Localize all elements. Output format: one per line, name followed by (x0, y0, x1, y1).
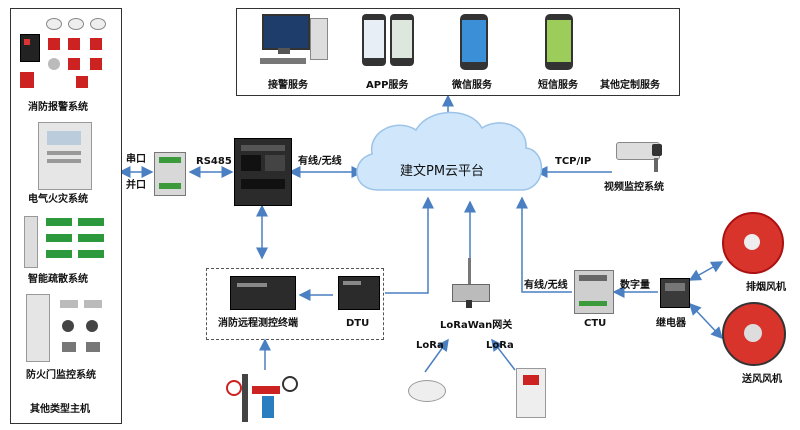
arrow-smoke-gateway (424, 338, 449, 373)
device-label-dtu: DTU (346, 318, 370, 329)
link-label-wired-ctu: 有线/无线 (524, 280, 568, 291)
port-label-rs485: RS485 (196, 156, 232, 167)
arrow-fan2-relay (688, 302, 724, 340)
device-label-supply-fan: 送风风机 (742, 374, 782, 385)
device-label-camera: 视频监控系统 (604, 182, 664, 193)
system-label-fire-door: 防火门监控系统 (26, 370, 96, 381)
dtu-icon (338, 276, 380, 310)
system-label-electrical-fire: 电气火灾系统 (28, 194, 88, 205)
smoke-exhaust-fan-icon (722, 212, 784, 276)
desktop-computer-icon (258, 14, 330, 70)
arrow-ctu-cloud (516, 196, 572, 293)
relay-icon (660, 278, 690, 308)
terminal-dtu-group (206, 268, 384, 340)
fire-alarm-devices-icon (16, 14, 114, 94)
ctu-icon (574, 270, 614, 314)
phone-app-icon (362, 14, 418, 70)
arrow-dtu-cloud (385, 196, 434, 294)
service-label-alarm: 接警服务 (268, 80, 308, 91)
phone-wechat-icon (460, 14, 488, 70)
service-label-app: APP服务 (366, 80, 409, 91)
arrow-fan1-relay (688, 261, 724, 281)
link-label-wired-top: 有线/无线 (298, 156, 342, 167)
system-label-fire-alarm: 消防报警系统 (28, 102, 88, 113)
remote-terminal-icon (230, 276, 296, 310)
port-label-serial: 串口 (126, 154, 146, 165)
service-label-sms: 短信服务 (538, 80, 578, 91)
service-label-wechat: 微信服务 (452, 80, 492, 91)
arrow-gas-gateway (491, 338, 516, 371)
fire-door-devices-icon (24, 292, 110, 364)
supply-air-fan-icon (722, 302, 786, 368)
evacuation-signs-icon (22, 214, 110, 268)
phone-sms-icon (545, 14, 573, 70)
device-label-terminal: 消防远程测控终端 (218, 318, 298, 329)
electrical-cabinet-icon (38, 122, 92, 190)
sprinkler-valve-icon (222, 372, 302, 424)
service-label-custom: 其他定制服务 (600, 80, 660, 91)
link-label-tcpip: TCP/IP (555, 156, 592, 167)
camera-icon (614, 136, 670, 176)
smoke-detector-icon (408, 374, 446, 404)
gas-detector-icon (516, 368, 546, 418)
link-label-lora-left: LoRa (416, 340, 444, 351)
link-label-digital: 数字量 (620, 280, 650, 291)
controller-box-icon (234, 138, 292, 206)
system-label-evacuation: 智能疏散系统 (28, 274, 88, 285)
protocol-converter-icon (154, 152, 186, 196)
lorawan-gateway-icon (446, 258, 494, 308)
device-label-gateway: LoRaWan网关 (440, 320, 513, 331)
device-label-ctu: CTU (584, 318, 607, 329)
system-label-other-host: 其他类型主机 (30, 404, 90, 415)
port-label-parallel: 并口 (126, 180, 146, 191)
device-label-smoke-fan: 排烟风机 (746, 282, 786, 293)
link-label-lora-right: LoRa (486, 340, 514, 351)
device-label-relay: 继电器 (656, 318, 686, 329)
cloud-label: 建文PM云平台 (400, 164, 485, 179)
